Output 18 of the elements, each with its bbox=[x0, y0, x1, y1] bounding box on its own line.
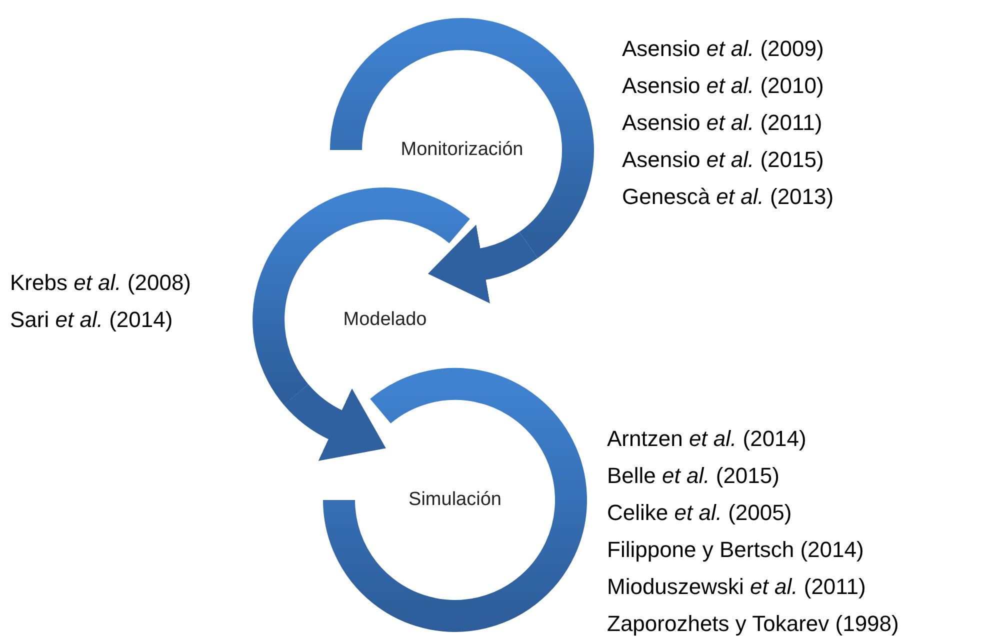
stage-label: Modelado bbox=[343, 308, 427, 332]
stage-label: Monitorización bbox=[400, 138, 524, 162]
reference-text: Celike et al. (2005) bbox=[607, 499, 793, 527]
reference-text: Asensio et al. (2015) bbox=[622, 146, 825, 174]
reference-text: Krebs et al. (2008) bbox=[10, 269, 192, 297]
arrow bbox=[284, 384, 385, 460]
reference-text: Zaporozhets y Tokarev (1998) bbox=[607, 610, 899, 638]
reference-text: Mioduszewski et al. (2011) bbox=[607, 573, 867, 601]
reference-text: Asensio et al. (2009) bbox=[622, 35, 825, 63]
reference-text: Asensio et al. (2010) bbox=[622, 72, 825, 100]
reference-text: Sari et al. (2014) bbox=[10, 306, 174, 334]
reference-text: Arntzen et al. (2014) bbox=[607, 425, 808, 453]
reference-text: Filippone y Bertsch (2014) bbox=[607, 536, 865, 564]
arrow bbox=[428, 225, 537, 303]
reference-text: Asensio et al. (2011) bbox=[622, 109, 824, 137]
reference-text: Genescà et al. (2013) bbox=[622, 183, 834, 211]
stage-label: Simulación bbox=[408, 488, 502, 512]
reference-text: Belle et al. (2015) bbox=[607, 462, 780, 490]
